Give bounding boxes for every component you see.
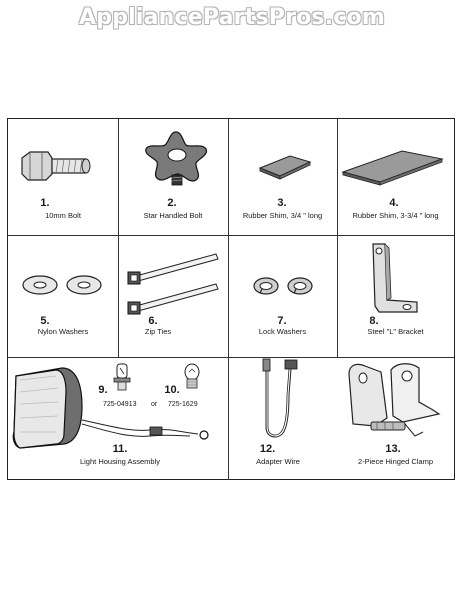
part-label: Nylon Washers (37, 327, 89, 336)
part-number: 3. (277, 197, 287, 209)
star-knob-icon (145, 131, 208, 186)
part-number: 10. (164, 384, 180, 396)
part-number: 11. (112, 443, 128, 455)
part-code-label: 725-04913 (103, 401, 137, 408)
part-label: Adapter Wire (256, 457, 300, 466)
grid-line (118, 119, 119, 357)
rubber-shim-large-icon (341, 150, 444, 186)
part-label: Lock Washers (258, 327, 307, 336)
grid-line (228, 119, 229, 480)
grid-line (8, 357, 454, 358)
automotive-bulb-icon (184, 363, 200, 389)
part-label: Light Housing Assembly (79, 457, 161, 466)
part-label: 2-Piece Hinged Clamp (357, 457, 434, 466)
parts-diagram-frame (7, 118, 455, 480)
part-number: 12. (259, 443, 276, 455)
part-number: 5. (40, 315, 50, 327)
part-code-label: 725-1629 (168, 401, 198, 408)
part-number: 13. (385, 443, 401, 455)
part-number: 9. (98, 384, 108, 396)
part-label: Star Handled Bolt (143, 211, 203, 220)
grid-line (8, 235, 454, 236)
part-label: Zip Ties (144, 327, 172, 336)
adapter-wire-icon (262, 358, 298, 438)
part-number: 1. (40, 197, 50, 209)
halogen-bulb-icon (113, 363, 131, 391)
lock-washers-icon (253, 277, 313, 295)
watermark: AppliancePartsPros.com (79, 5, 385, 30)
part-label: Rubber Shim, 3-3/4 " long (352, 211, 439, 220)
or-text: or (151, 401, 158, 408)
grid-line (337, 119, 338, 357)
part-number: 4. (389, 197, 399, 209)
l-bracket-icon (372, 243, 418, 313)
rubber-shim-small-icon (258, 155, 312, 180)
light-housing-icon (12, 367, 209, 449)
zip-ties-icon (127, 253, 219, 315)
part-label: 10mm Bolt (45, 211, 81, 220)
part-number: 6. (148, 315, 158, 327)
part-number: 8. (369, 315, 379, 327)
hinged-clamp-icon (348, 363, 441, 437)
bolt-icon (21, 151, 91, 181)
part-number: 2. (167, 197, 177, 209)
part-label: Rubber Shim, 3/4 " long (242, 211, 323, 220)
part-number: 7. (277, 315, 287, 327)
nylon-washers-icon (22, 275, 102, 295)
part-label: Steel "L" Bracket (367, 327, 424, 336)
